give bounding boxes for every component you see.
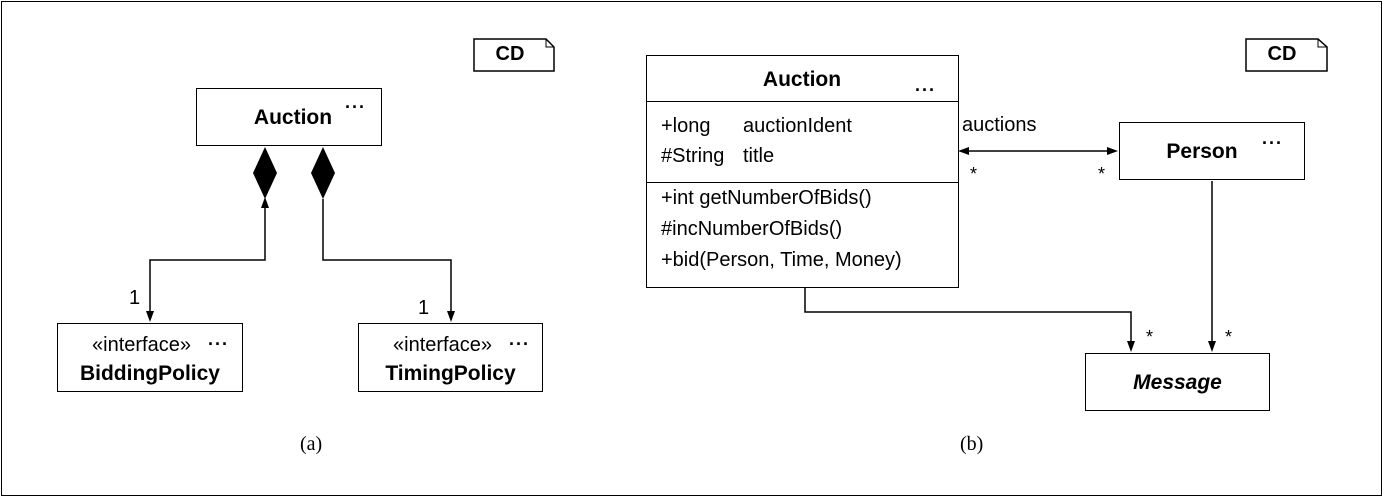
composition-diamond-bidding xyxy=(253,147,277,199)
arrowhead-bidding-down xyxy=(146,311,154,322)
auction-class-a-name: Auction xyxy=(253,106,333,129)
composition-line-timing xyxy=(322,199,452,312)
arrowhead-to-auction xyxy=(958,147,969,155)
auction-class-b-ellipsis: ... xyxy=(915,75,937,95)
message-mult-person: * xyxy=(1225,327,1233,347)
attr-name: auctionIdent xyxy=(743,115,852,137)
message-class-name: Message xyxy=(1133,371,1222,394)
line-auction-to-message xyxy=(804,287,1132,343)
association-role-label: auctions xyxy=(962,114,1037,136)
bidding-policy-name: BiddingPolicy xyxy=(79,362,220,385)
arrowhead-person-message xyxy=(1208,341,1216,352)
auction-class-a: Auction ... xyxy=(196,88,382,146)
cd-tag-a: CD xyxy=(495,43,525,65)
attr-row: #String title xyxy=(661,145,774,168)
message-class: Message xyxy=(1085,353,1270,411)
bidding-multiplicity: 1 xyxy=(129,287,141,309)
caption-a: (a) xyxy=(300,433,323,455)
method-row: #incNumberOfBids() xyxy=(661,218,843,240)
arrowhead-auction-message xyxy=(1127,341,1135,352)
auction-class-a-ellipsis: ... xyxy=(345,92,367,112)
attr-type: #String xyxy=(661,145,725,167)
auction-method-divider xyxy=(647,182,958,183)
timing-policy-name: TimingPolicy xyxy=(385,362,516,385)
auction-class-b-name: Auction xyxy=(762,68,842,91)
timing-policy-ellipsis: ... xyxy=(509,329,531,349)
bidding-policy-interface: «interface» ... BiddingPolicy xyxy=(57,323,243,392)
person-class: Person ... xyxy=(1119,122,1305,180)
arrowhead-bidding-up xyxy=(261,197,269,208)
attr-name: title xyxy=(743,145,775,167)
person-class-name: Person xyxy=(1166,140,1238,163)
arrowhead-timing-down xyxy=(447,311,455,322)
bidding-policy-ellipsis: ... xyxy=(208,329,230,349)
message-mult-auction: * xyxy=(1146,327,1154,347)
arrowhead-to-person xyxy=(1107,147,1118,155)
auction-class-b: Auction ... +long auctionIdent #String tit… xyxy=(646,55,959,288)
caption-b: (b) xyxy=(960,433,984,455)
cd-tag-a-shape xyxy=(473,38,555,72)
composition-line-bidding xyxy=(149,206,266,312)
person-class-ellipsis: ... xyxy=(1262,128,1284,148)
bidding-policy-stereotype: «interface» xyxy=(92,334,191,356)
method-row: +bid(Person, Time, Money) xyxy=(661,249,902,271)
attr-row: +long auctionIdent xyxy=(661,115,852,138)
association-mult-person: * xyxy=(1098,164,1106,184)
method-row: +int getNumberOfBids() xyxy=(661,187,872,209)
auction-attr-divider xyxy=(647,101,958,102)
attr-type: +long xyxy=(661,115,711,137)
timing-multiplicity: 1 xyxy=(418,297,430,319)
timing-policy-interface: «interface» ... TimingPolicy xyxy=(358,323,543,392)
composition-diamond-timing xyxy=(311,147,335,199)
cd-tag-b: CD xyxy=(1267,43,1297,65)
association-mult-auction: * xyxy=(970,164,978,184)
timing-policy-stereotype: «interface» xyxy=(393,334,492,356)
cd-tag-b-shape xyxy=(1245,38,1328,72)
